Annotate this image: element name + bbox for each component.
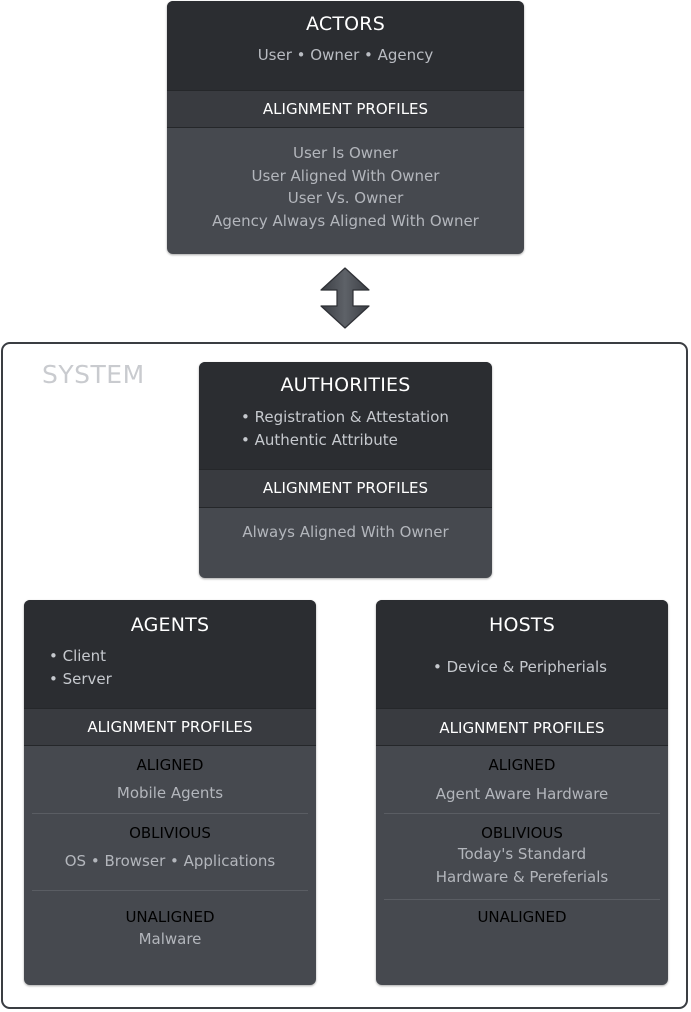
agents-divider-1 (32, 813, 308, 814)
agents-aligned-text: Mobile Agents (116, 784, 224, 802)
system-label: SYSTEM (42, 360, 145, 389)
agents-header: AGENTS • Client • Server (24, 600, 316, 708)
actors-profile-2: User Aligned With Owner (251, 166, 440, 185)
actors-header: ACTORS User • Owner • Agency (167, 1, 524, 90)
agents-unaligned-heading: UNALIGNED (125, 908, 215, 926)
hosts-header: HOSTS • Device & Peripherials (376, 600, 668, 708)
actors-title: ACTORS (306, 13, 385, 35)
hosts-unaligned-heading: UNALIGNED (477, 908, 567, 926)
agents-oblivious-text: OS • Browser • Applications (64, 852, 276, 870)
agents-unaligned-text: Malware (138, 930, 202, 948)
hosts-title: HOSTS (489, 614, 555, 636)
authorities-card: AUTHORITIES • Registration & Attestation… (199, 362, 492, 578)
hosts-oblivious-heading: OBLIVIOUS (481, 824, 563, 842)
actors-profile-4: Agency Always Aligned With Owner (212, 211, 479, 230)
agents-oblivious-heading: OBLIVIOUS (129, 824, 211, 842)
authorities-bullet-2: • Authentic Attribute (241, 430, 398, 449)
hosts-bullet-1: • Device & Peripherials (433, 658, 607, 676)
authorities-header: AUTHORITIES • Registration & Attestation… (199, 362, 492, 469)
actors-subtitle: User • Owner • Agency (257, 46, 434, 64)
agents-title: AGENTS (130, 614, 210, 636)
hosts-profiles-label: ALIGNMENT PROFILES (376, 708, 668, 746)
agents-aligned-heading: ALIGNED (136, 756, 204, 774)
authorities-profile: Always Aligned With Owner (242, 523, 449, 541)
system-container (1, 342, 688, 1009)
hosts-aligned-text: Agent Aware Hardware (435, 785, 609, 803)
agents-divider-2 (32, 890, 308, 891)
authorities-bullet-1: • Registration & Attestation (241, 408, 449, 426)
actors-profiles-label: ALIGNMENT PROFILES (167, 90, 524, 128)
agents-card: AGENTS • Client • Server ALIGNMENT PROFI… (24, 600, 316, 985)
hosts-divider-2 (384, 899, 660, 900)
actors-profile-1: User Is Owner (293, 144, 398, 162)
agents-bullets: • Client • Server (24, 645, 316, 690)
hosts-oblivious-text-2: Hardware & Pereferials (435, 868, 609, 886)
hosts-aligned-heading: ALIGNED (488, 756, 556, 774)
hosts-bullets: • Device & Peripherials (376, 656, 668, 679)
authorities-bullets: • Registration & Attestation • Authentic… (199, 406, 492, 451)
hosts-divider-1 (384, 813, 660, 814)
actors-card: ACTORS User • Owner • Agency ALIGNMENT P… (167, 1, 524, 254)
double-arrow-icon (320, 267, 370, 329)
agents-profiles-label: ALIGNMENT PROFILES (24, 708, 316, 746)
actors-profiles: User Is Owner User Aligned With Owner Us… (167, 128, 524, 232)
authorities-profiles-label: ALIGNMENT PROFILES (199, 469, 492, 508)
agents-bullet-2: • Server (49, 669, 112, 688)
hosts-card: HOSTS • Device & Peripherials ALIGNMENT … (376, 600, 668, 985)
agents-bullet-1: • Client (49, 647, 107, 665)
hosts-oblivious-text-1: Today's Standard (457, 845, 587, 863)
authorities-title: AUTHORITIES (280, 374, 411, 396)
actors-profile-3: User Vs. Owner (287, 189, 404, 207)
